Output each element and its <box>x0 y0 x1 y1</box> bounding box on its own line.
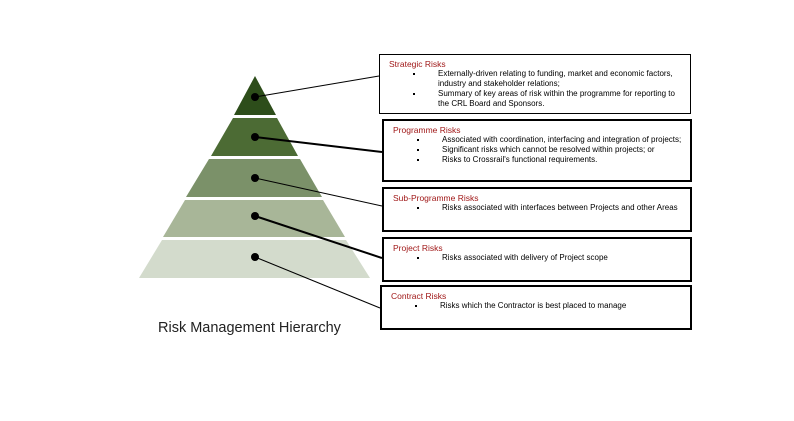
connector-line-sub-programme <box>254 177 383 207</box>
risk-box-title: Sub-Programme Risks <box>393 193 479 203</box>
risk-box-bullet: Associated with coordination, interfacin… <box>384 135 684 145</box>
risk-box-bullets: Risks which the Contractor is best place… <box>382 301 690 311</box>
connector-dot-project <box>251 212 259 220</box>
risk-box-bullet: Externally-driven relating to funding, m… <box>380 69 684 89</box>
risk-box-bullet: Significant risks which cannot be resolv… <box>384 145 684 155</box>
risk-box-bullet: Summary of key areas of risk within the … <box>380 89 684 109</box>
connector-dots <box>251 93 259 261</box>
risk-box-title: Contract Risks <box>391 291 447 301</box>
risk-box-bullets: Externally-driven relating to funding, m… <box>380 69 690 109</box>
risk-box-bullet: Risks which the Contractor is best place… <box>382 301 684 311</box>
risk-box-title: Programme Risks <box>393 125 461 135</box>
connector-line-project <box>254 215 383 259</box>
connector-lines <box>254 75 383 309</box>
risk-box-bullets: Risks associated with interfaces between… <box>384 203 690 213</box>
connector-line-contract <box>254 256 381 309</box>
risk-box-bullet: Risks associated with delivery of Projec… <box>384 253 684 263</box>
connector-dot-sub-programme <box>251 174 259 182</box>
risk-box-bullet: Risks to Crossrail's functional requirem… <box>384 155 684 165</box>
risk-box-title: Project Risks <box>393 243 443 253</box>
connector-line-programme <box>254 136 383 153</box>
connector-line-strategic <box>254 75 380 98</box>
risk-box-bullet: Risks associated with interfaces between… <box>384 203 684 213</box>
risk-box-title: Strategic Risks <box>389 59 446 69</box>
connector-dot-contract <box>251 253 259 261</box>
diagram-caption: Risk Management Hierarchy <box>158 320 341 336</box>
connector-dot-strategic <box>251 93 259 101</box>
connector-dot-programme <box>251 133 259 141</box>
risk-box-bullets: Risks associated with delivery of Projec… <box>384 253 690 263</box>
risk-box-bullets: Associated with coordination, interfacin… <box>384 135 690 165</box>
